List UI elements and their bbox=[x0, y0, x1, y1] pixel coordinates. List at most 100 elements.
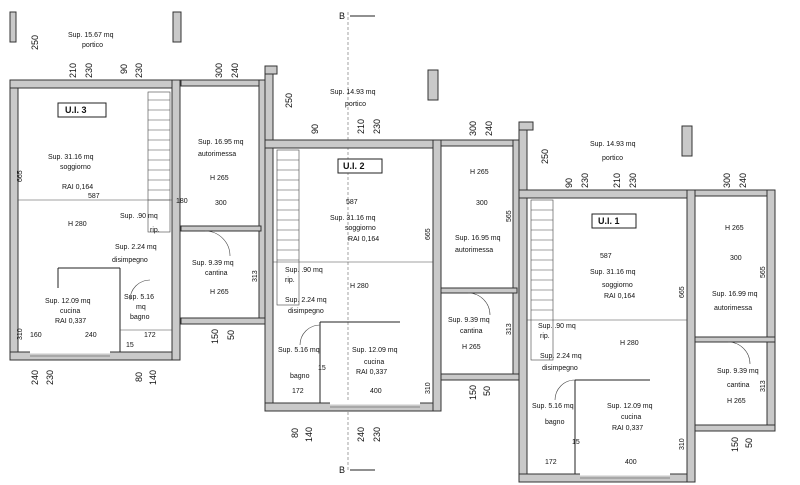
cucina-rai: RAI 0,337 bbox=[55, 318, 86, 325]
rip-name: rip. bbox=[285, 277, 295, 284]
bagno-name: bagno bbox=[545, 419, 565, 426]
dim: 250 bbox=[284, 93, 294, 108]
dim: 240 bbox=[230, 63, 240, 78]
soggiorno-name: soggiorno bbox=[602, 282, 633, 289]
dim: 230 bbox=[372, 119, 382, 134]
autorimessa-sup: Sup. 16.95 mq bbox=[198, 139, 244, 146]
dim: 15 bbox=[318, 365, 326, 372]
dim: 310 bbox=[679, 438, 686, 450]
dim: 150 bbox=[468, 385, 478, 400]
dim: 160 bbox=[30, 332, 42, 339]
dim: 230 bbox=[134, 63, 144, 78]
autorimessa-sup: Sup. 16.95 mq bbox=[455, 235, 501, 242]
dim: 15 bbox=[126, 342, 134, 349]
dim: 172 bbox=[545, 459, 557, 466]
bagno-sup: Sup. 5.16 bbox=[124, 294, 154, 301]
dim: 240 bbox=[30, 370, 40, 385]
bagno-mq: mq bbox=[136, 304, 146, 311]
dim: 400 bbox=[625, 459, 637, 466]
disimpegno-sup: Sup. 2.24 mq bbox=[285, 297, 327, 304]
dim: 565 bbox=[506, 210, 513, 222]
dim: 140 bbox=[304, 427, 314, 442]
cucina-sup: Sup. 12.09 mq bbox=[607, 403, 653, 410]
dim: 180 bbox=[176, 198, 188, 205]
dim: 313 bbox=[252, 270, 259, 282]
cantina-h: H 265 bbox=[462, 344, 481, 351]
dim: 665 bbox=[17, 170, 24, 182]
cucina-sup: Sup. 12.09 mq bbox=[45, 298, 91, 305]
dim: 300 bbox=[730, 255, 742, 262]
disimpegno-name: disimpegno bbox=[542, 365, 578, 372]
unit-label: U.I. 1 bbox=[598, 216, 620, 226]
rip-sup: Sup. .90 mq bbox=[120, 213, 158, 220]
dim: 587 bbox=[346, 199, 358, 206]
cantina-h: H 265 bbox=[210, 289, 229, 296]
disimpegno-sup: Sup. 2.24 mq bbox=[540, 353, 582, 360]
dim: 90 bbox=[310, 124, 320, 134]
dim: 80 bbox=[290, 428, 300, 438]
cantina-sup: Sup. 9.39 mq bbox=[717, 368, 759, 375]
cucina-sup: Sup. 12.09 mq bbox=[352, 347, 398, 354]
dim: 587 bbox=[88, 193, 100, 200]
dim: 172 bbox=[292, 388, 304, 395]
soggiorno-rai: RAI 0,164 bbox=[348, 236, 379, 243]
cucina-name: cucina bbox=[364, 359, 384, 366]
cantina-name: cantina bbox=[205, 270, 228, 277]
cantina-sup: Sup. 9.39 mq bbox=[448, 317, 490, 324]
dim: 300 bbox=[476, 200, 488, 207]
soggiorno-rai: RAI 0,164 bbox=[604, 293, 635, 300]
dim: 90 bbox=[119, 64, 129, 74]
dim: 665 bbox=[679, 286, 686, 298]
soggiorno-h: H 280 bbox=[350, 283, 369, 290]
dim: 310 bbox=[425, 382, 432, 394]
bagno-name: bagno bbox=[130, 314, 150, 321]
dim: 230 bbox=[45, 370, 55, 385]
staircase bbox=[276, 149, 300, 306]
dim: 313 bbox=[760, 380, 767, 392]
dim: 230 bbox=[580, 173, 590, 188]
soggiorno-h: H 280 bbox=[620, 340, 639, 347]
dim: 230 bbox=[372, 427, 382, 442]
dim: 665 bbox=[425, 228, 432, 240]
dim: 150 bbox=[730, 437, 740, 452]
bagno-name: bagno bbox=[290, 373, 310, 380]
soggiorno-rai: RAI 0,164 bbox=[62, 184, 93, 191]
dim: 300 bbox=[468, 121, 478, 136]
portico-name: portico bbox=[345, 101, 366, 108]
cantina-h: H 265 bbox=[727, 398, 746, 405]
soggiorno-name: soggiorno bbox=[345, 225, 376, 232]
unit-left: U.I. 3 Sup. 15.67 mq portico Sup. 31.16 … bbox=[9, 11, 266, 385]
dim: 240 bbox=[484, 121, 494, 136]
autorimessa-h: H 265 bbox=[725, 225, 744, 232]
disimpegno-sup: Sup. 2.24 mq bbox=[115, 244, 157, 251]
dim: 90 bbox=[564, 178, 574, 188]
dim: 230 bbox=[84, 63, 94, 78]
cucina-rai: RAI 0,337 bbox=[356, 369, 387, 376]
dim: 240 bbox=[738, 173, 748, 188]
dim: 250 bbox=[30, 35, 40, 50]
rip-sup: Sup. .90 mq bbox=[285, 267, 323, 274]
cucina-name: cucina bbox=[621, 414, 641, 421]
rip-sup: Sup. .90 mq bbox=[538, 323, 576, 330]
autorimessa-name: autorimessa bbox=[714, 305, 752, 312]
autorimessa-sup: Sup. 16.99 mq bbox=[712, 291, 758, 298]
cantina-name: cantina bbox=[460, 328, 483, 335]
dim: 300 bbox=[214, 63, 224, 78]
dim: 240 bbox=[356, 427, 366, 442]
unit-right: U.I. 1 Sup. 14.93 mq portico Sup. 31.16 … bbox=[518, 121, 776, 483]
autorimessa-name: autorimessa bbox=[198, 151, 236, 158]
rip-name: rip. bbox=[150, 227, 160, 234]
soggiorno-name: soggiorno bbox=[60, 164, 91, 171]
dim: 250 bbox=[540, 149, 550, 164]
dim: 15 bbox=[572, 439, 580, 446]
cantina-name: cantina bbox=[727, 382, 750, 389]
dim: 210 bbox=[612, 173, 622, 188]
soggiorno-sup: Sup. 31.16 mq bbox=[330, 215, 376, 222]
dim: 50 bbox=[744, 438, 754, 448]
portico-sup: Sup. 14.93 mq bbox=[330, 89, 376, 96]
autorimessa-h: H 265 bbox=[210, 175, 229, 182]
cucina-rai: RAI 0,337 bbox=[612, 425, 643, 432]
unit-middle: U.I. 2 Sup. 14.93 mq portico Sup. 31.16 … bbox=[264, 65, 520, 442]
dim: 300 bbox=[722, 173, 732, 188]
